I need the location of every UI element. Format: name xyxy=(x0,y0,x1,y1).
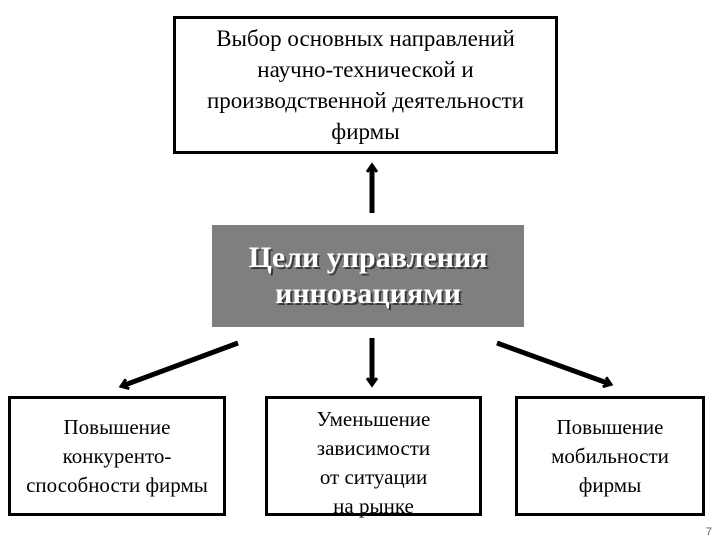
top-goal-text: Выбор основных направлений научно-технич… xyxy=(207,26,524,144)
page-number: 7 xyxy=(705,526,712,538)
right-goal-box: Повышение мобильности фирмы xyxy=(515,396,705,516)
right-goal-text: Повышение мобильности фирмы xyxy=(551,414,669,497)
middle-goal-box: Уменьшение зависимости от ситуации на ры… xyxy=(265,396,482,518)
arrow-to-right xyxy=(496,340,610,384)
left-goal-text: Повышение конкуренто- способности фирмы xyxy=(26,414,208,497)
middle-goal-text: Уменьшение зависимости от ситуации на ры… xyxy=(316,407,431,518)
left-goal-box: Повышение конкуренто- способности фирмы xyxy=(8,396,226,516)
top-goal-box: Выбор основных направлений научно-технич… xyxy=(173,16,558,154)
arrow-to-left xyxy=(122,340,239,386)
central-node-box: Цели управления инновациями xyxy=(212,225,524,327)
central-node-text: Цели управления инновациями xyxy=(248,241,488,310)
